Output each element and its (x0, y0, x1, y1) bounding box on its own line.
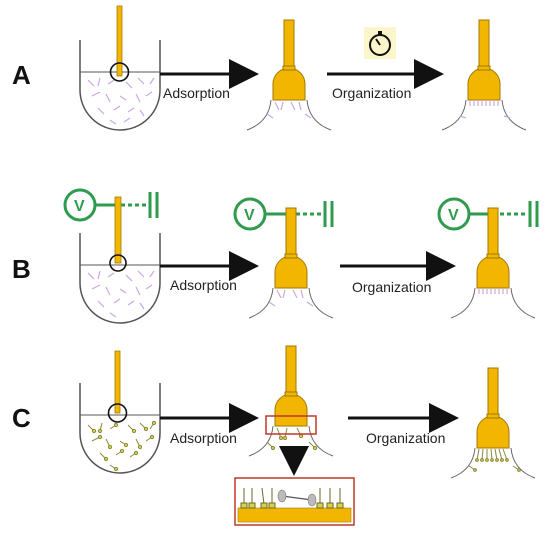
electrode-in-beaker-b (114, 196, 122, 264)
adsorbed-ligands-c1 (266, 427, 318, 451)
adsorbed-molecules-b1 (268, 289, 314, 307)
solution-molecules-a (87, 77, 155, 125)
zoom-circle-c (107, 403, 128, 423)
electrode-in-beaker-a (116, 5, 123, 77)
step-label-adsorption-c: Adsorption (170, 430, 237, 446)
row-c: C Adsorpt (12, 345, 536, 526)
step-label-organization-c: Organization (366, 430, 445, 446)
solution-ligands-c (87, 420, 157, 472)
voltage-symbol: V (74, 198, 85, 215)
adsorbed-molecules-a1 (266, 101, 312, 119)
voltage-source-b1: V (233, 197, 334, 231)
row-a: A Adsorption (12, 5, 527, 131)
lying-molecule (277, 489, 317, 507)
organized-monolayer-b2 (478, 289, 508, 294)
electrode-a2 (441, 19, 527, 131)
row-label-c: C (12, 403, 31, 433)
beaker-c (79, 350, 161, 474)
electrode-c1 (248, 345, 334, 457)
svg-text:V: V (244, 207, 255, 224)
step-label-organization-a: Organization (332, 85, 411, 101)
step-label-organization-b: Organization (352, 279, 431, 295)
voltage-source-b0: V (63, 188, 159, 222)
zoom-circle-a (109, 62, 130, 82)
electrode-b1 (248, 207, 334, 319)
electrode-a1 (246, 19, 332, 131)
row-label-a: A (12, 60, 31, 90)
beaker-a (79, 5, 161, 131)
organized-ligands-c2 (468, 448, 521, 472)
svg-text:V: V (448, 207, 459, 224)
solution-molecules-b (87, 270, 155, 318)
electrode-b2 (450, 207, 536, 319)
electrode-c2 (450, 367, 536, 479)
step-label-adsorption-b: Adsorption (170, 277, 237, 293)
row-label-b: B (12, 254, 31, 284)
electrode-in-beaker-c (114, 350, 121, 414)
inset-zoom (234, 477, 355, 526)
voltage-source-b2: V (437, 197, 539, 231)
organized-monolayer-a2 (459, 101, 511, 119)
zoom-circle-b (109, 254, 127, 272)
beaker-b (79, 196, 161, 324)
step-label-adsorption-a: Adsorption (163, 85, 230, 101)
timer-icon (364, 27, 396, 59)
inset-marker-box (265, 415, 317, 435)
row-b: B V Adsorption (12, 188, 539, 324)
